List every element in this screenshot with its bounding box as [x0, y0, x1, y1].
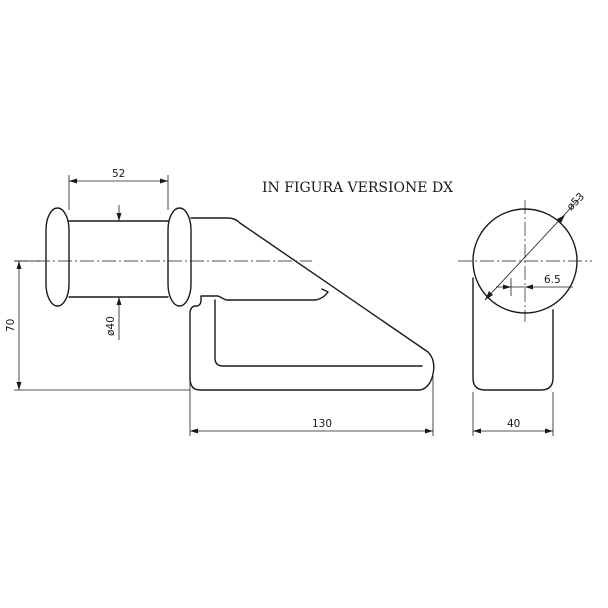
dim-height: 70: [5, 319, 17, 332]
bracket-slot: [214, 299, 423, 367]
dim-offset: 6.5: [544, 274, 561, 286]
side-view: ø40 52 70 130: [5, 168, 435, 436]
dim-total-length: 130: [312, 418, 332, 430]
dim-width: 40: [507, 418, 520, 430]
dim-roll-diameter: ø40: [105, 316, 117, 336]
end-view-body: [472, 277, 554, 391]
dim-end-diameter: ø53: [565, 191, 587, 213]
dim-roll-length: 52: [112, 168, 125, 180]
left-flange: [45, 207, 70, 307]
right-flange: [167, 207, 192, 307]
version-note: IN FIGURA VERSIONE DX: [262, 180, 453, 196]
end-view: ø53 6.5 40: [458, 191, 592, 436]
bracket-outline: [189, 217, 435, 391]
